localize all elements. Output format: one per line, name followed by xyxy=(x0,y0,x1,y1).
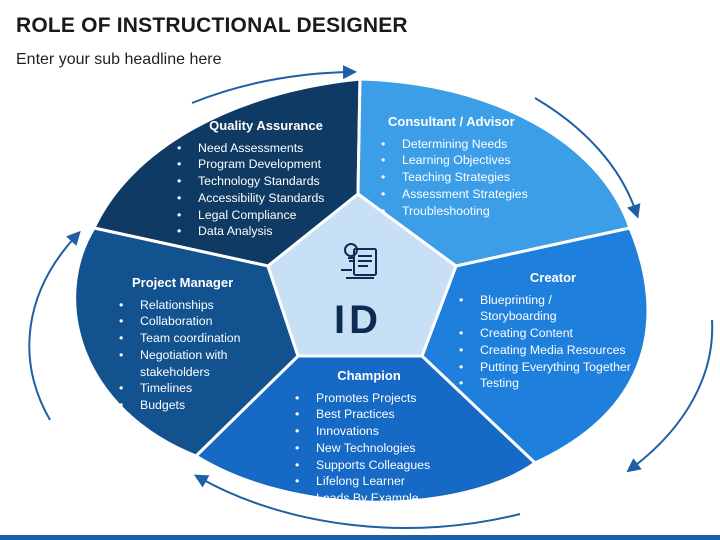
list-item: Innovations xyxy=(295,423,444,440)
cycle-arrow-right-top xyxy=(534,97,641,219)
list-item: Troubleshooting xyxy=(381,203,540,220)
lightbulb-document-icon xyxy=(341,243,377,279)
list-item: Program Development xyxy=(177,156,356,173)
list-item: Negotiation with stakeholders xyxy=(119,347,260,380)
segment-title: Project Manager xyxy=(132,275,234,290)
segment-title: Quality Assurance xyxy=(209,118,323,133)
list-item: Leads By Example xyxy=(295,490,444,507)
list-item: Learning Objectives xyxy=(381,152,540,169)
segment-title: Creator xyxy=(529,270,577,285)
cycle-arrow-right-bottom xyxy=(626,319,714,473)
list-item: Data Analysis xyxy=(177,223,356,240)
list-item: Determining Needs xyxy=(381,136,540,153)
list-item: Collaboration xyxy=(119,313,278,330)
cycle-arrow-top xyxy=(191,65,357,104)
segment-item-list: Determining Needs Learning Objectives Te… xyxy=(380,136,540,220)
list-item: Technology Standards xyxy=(177,173,356,190)
list-item: Assessment Strategies xyxy=(381,186,540,203)
list-item: Lifelong Learner xyxy=(295,473,444,490)
list-item: New Technologies xyxy=(295,440,444,457)
list-item: Teaching Strategies xyxy=(381,169,540,186)
cycle-arrow-left xyxy=(28,230,81,421)
list-item: Promotes Projects xyxy=(295,390,444,407)
list-item: Creating Content xyxy=(459,325,648,342)
segment-text-champion: Champion Promotes Projects Best Practice… xyxy=(294,368,444,507)
list-item: Creating Media Resources xyxy=(459,342,648,359)
list-item: Budgets xyxy=(119,397,278,414)
list-item: Timelines xyxy=(119,380,278,397)
list-item: Relationships xyxy=(119,297,278,314)
page-subtitle: Enter your sub headline here xyxy=(16,51,222,68)
segment-text-consultant-advisor: Consultant / Advisor Determining Needs L… xyxy=(380,114,540,219)
segment-text-creator: Creator Blueprinting / Storyboarding Cre… xyxy=(458,270,648,392)
list-item: Best Practices xyxy=(295,406,444,423)
list-item: Legal Compliance xyxy=(177,207,356,224)
segment-text-quality-assurance: Quality Assurance Need Assessments Progr… xyxy=(176,118,356,240)
segment-item-list: Blueprinting / Storyboarding Creating Co… xyxy=(458,292,648,392)
page-title: ROLE OF INSTRUCTIONAL DESIGNER xyxy=(16,14,408,37)
list-item: Putting Everything Together xyxy=(459,359,648,376)
segment-item-list: Need Assessments Program Development Tec… xyxy=(176,140,356,240)
list-item: Team coordination xyxy=(119,330,278,347)
segment-title: Consultant / Advisor xyxy=(388,114,515,129)
list-item: Accessibility Standards xyxy=(177,190,356,207)
segment-item-list: Promotes Projects Best Practices Innovat… xyxy=(294,390,444,507)
list-item: Blueprinting / Storyboarding xyxy=(459,292,580,325)
segment-item-list: Relationships Collaboration Team coordin… xyxy=(118,297,278,414)
list-item: Testing xyxy=(459,375,648,392)
bottom-accent-bar xyxy=(0,535,720,540)
list-item: Supports Colleagues xyxy=(295,457,444,474)
center-label: ID xyxy=(334,298,382,342)
cycle-arrow-bottom xyxy=(193,474,521,529)
segment-text-project-manager: Project Manager Relationships Collaborat… xyxy=(118,275,278,414)
segment-title: Champion xyxy=(337,368,401,383)
list-item: Need Assessments xyxy=(177,140,356,157)
